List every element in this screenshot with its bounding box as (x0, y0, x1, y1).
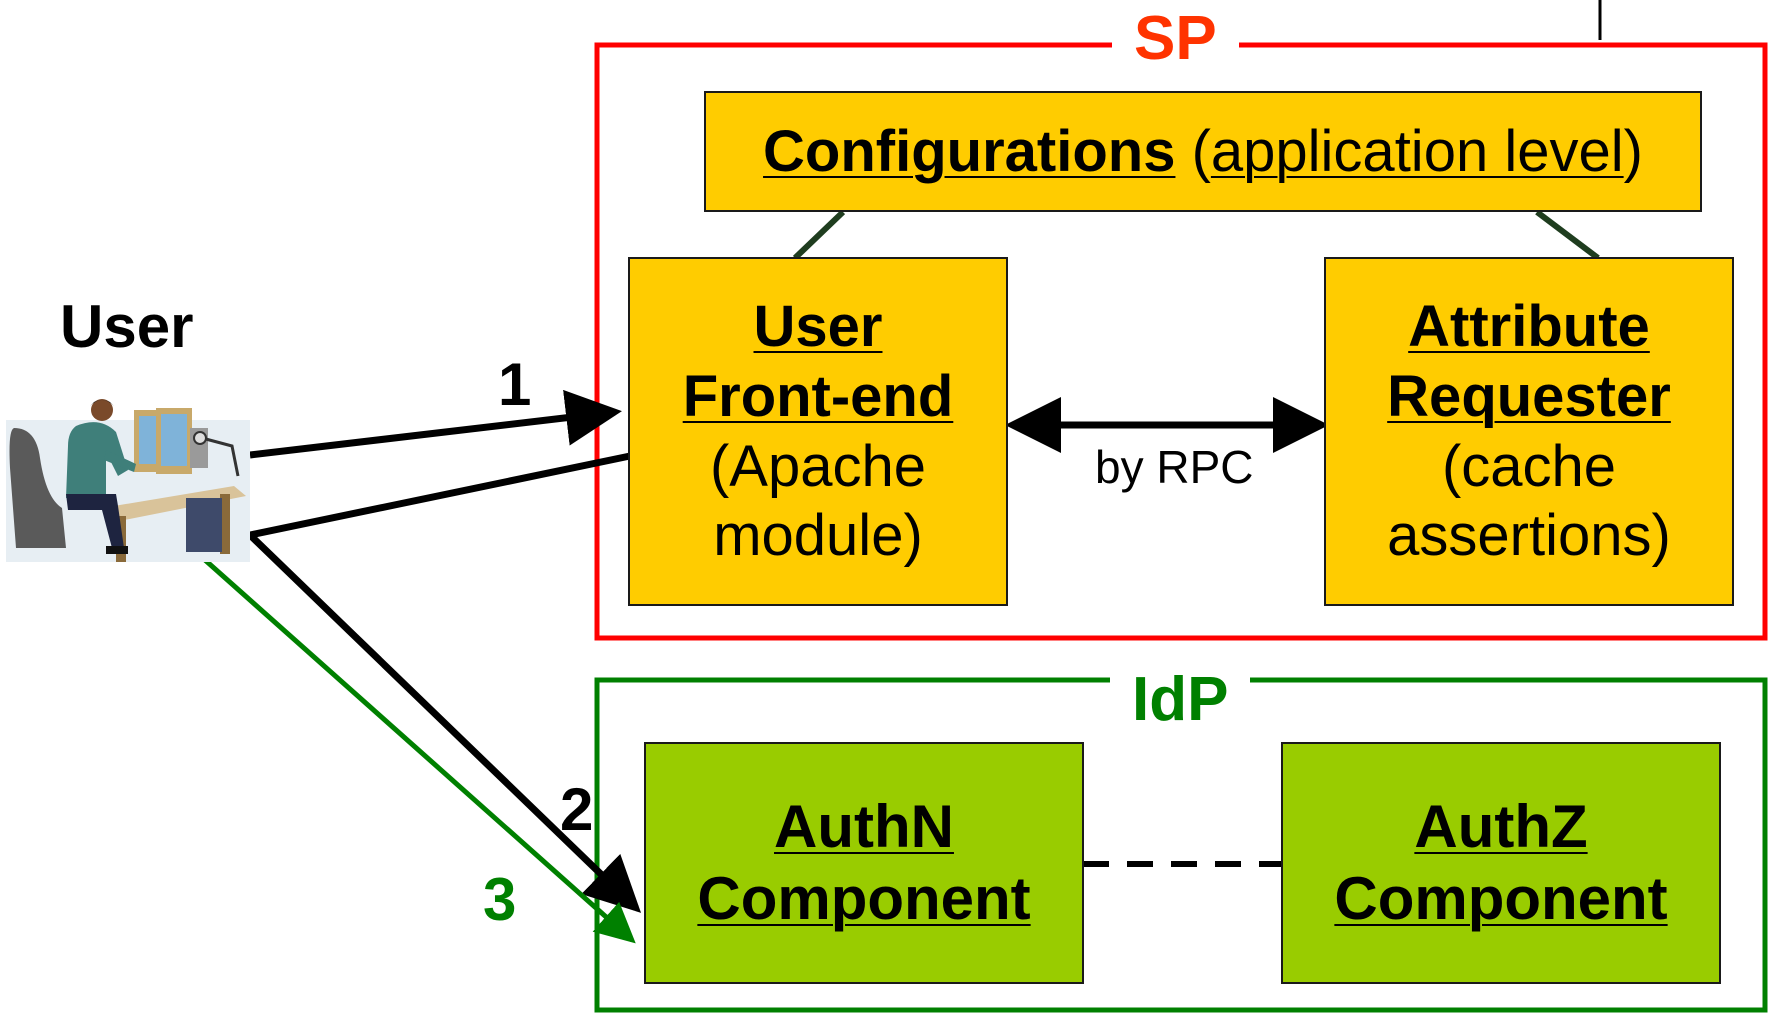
step1-number: 1 (498, 351, 532, 418)
authz-title-line2: Component (1334, 865, 1668, 932)
step3-arrow (203, 558, 636, 944)
rpc-label: by RPC (1095, 441, 1254, 493)
user-frontend-box: User Front-end (Apache module) (628, 257, 1008, 606)
idp-label: IdP (1110, 669, 1251, 731)
step1-arrow (249, 389, 622, 459)
requester-detail-line2: assertions) (1387, 503, 1671, 569)
config-to-requester-connector (1535, 209, 1600, 261)
user-workstation-icon (6, 399, 250, 562)
step2-arrow (247, 532, 642, 913)
user-label: User (60, 293, 194, 360)
step2-return-line (249, 452, 631, 539)
configurations-detail: application level (1210, 118, 1624, 184)
authz-title-line1: AuthZ (1414, 793, 1588, 860)
requester-title-line1: Attribute (1408, 294, 1650, 360)
configurations-open-paren: ( (1175, 118, 1211, 184)
step3-number: 3 (483, 866, 517, 933)
attribute-requester-box: Attribute Requester (cache assertions) (1324, 257, 1734, 606)
step2-number: 2 (560, 776, 594, 843)
frontend-detail-line1: (Apache (709, 433, 927, 499)
configurations-close-paren: ) (1623, 118, 1643, 184)
requester-detail-line1: (cache (1441, 433, 1617, 499)
authz-component-box: AuthZ Component (1281, 742, 1721, 984)
frontend-title-line1: User (753, 294, 883, 360)
sp-label: SP (1112, 8, 1239, 70)
frontend-title-line2: Front-end (682, 363, 954, 429)
authn-title-line1: AuthN (774, 793, 954, 860)
configurations-title: Configurations (763, 118, 1176, 184)
configurations-box: Configurations (application level) (704, 91, 1702, 212)
authn-component-box: AuthN Component (644, 742, 1084, 984)
requester-title-line2: Requester (1387, 363, 1671, 429)
config-to-frontend-connector (792, 209, 846, 261)
frontend-detail-line2: module) (713, 503, 923, 569)
authn-title-line2: Component (697, 865, 1031, 932)
